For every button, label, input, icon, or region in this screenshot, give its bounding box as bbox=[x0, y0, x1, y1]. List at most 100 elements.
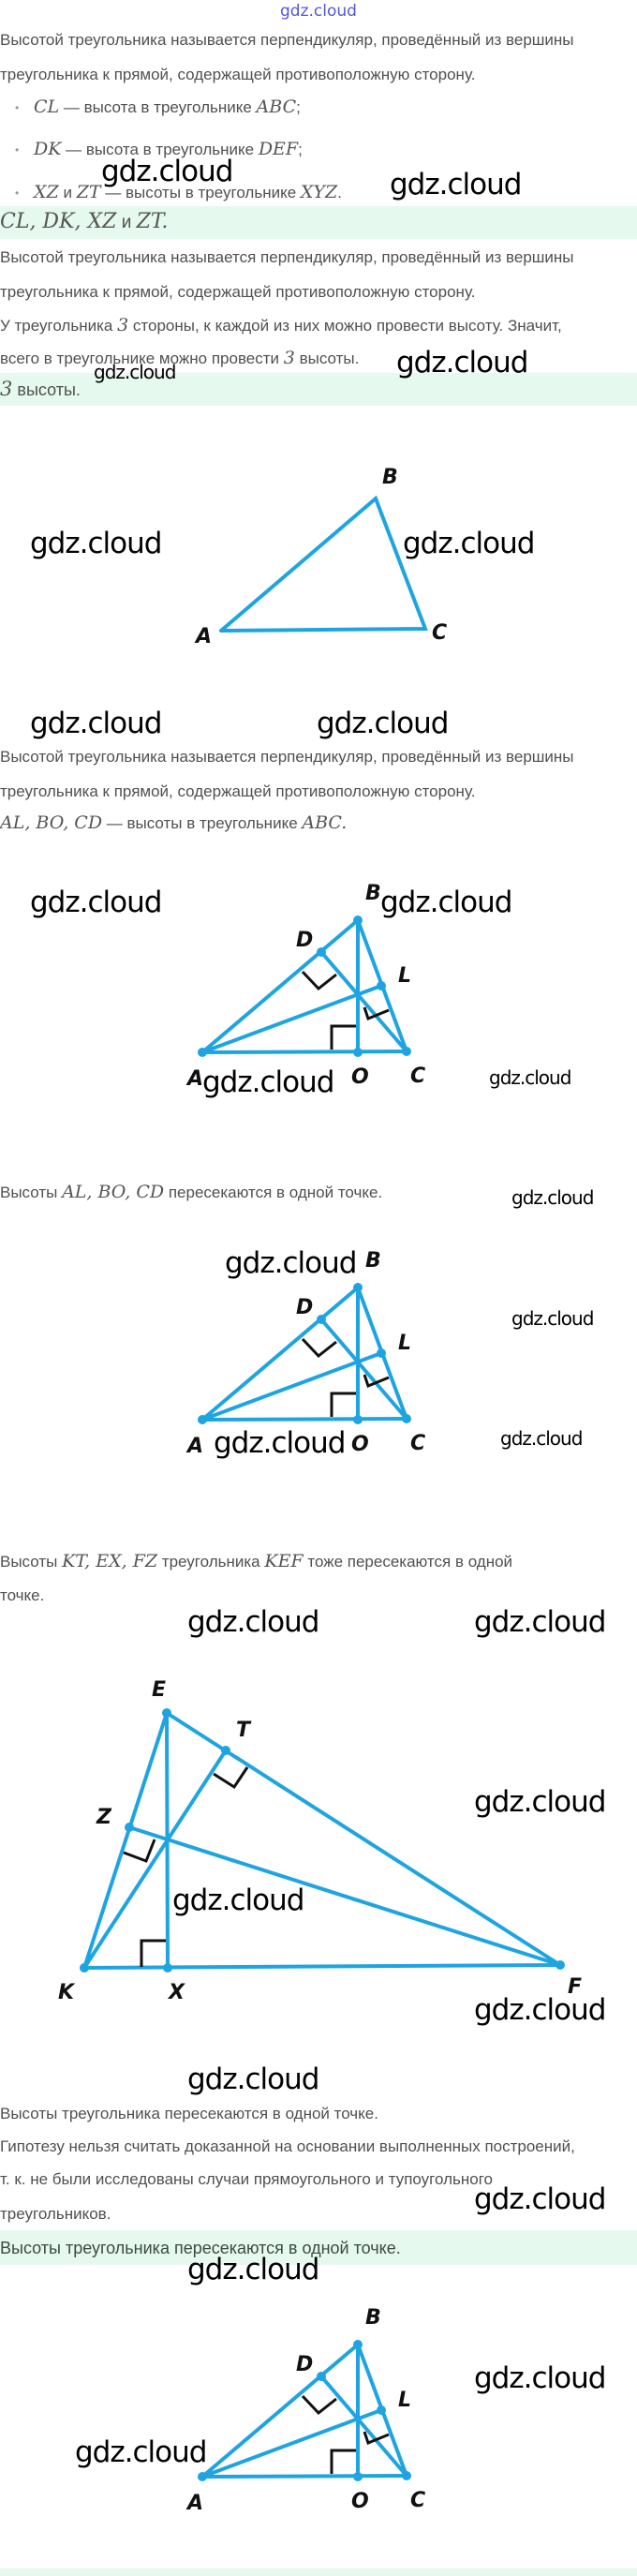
watermark: gdz.cloud bbox=[396, 346, 528, 380]
bullet-dot: • bbox=[15, 101, 20, 114]
text: и bbox=[116, 213, 137, 232]
definition-line-2: треугольника к прямой, содержащей против… bbox=[0, 283, 476, 301]
triangle-abc-altitudes-2: A B C D L O bbox=[185, 1249, 425, 1458]
definition-line-2: треугольника к прямой, содержащей против… bbox=[0, 66, 476, 83]
watermark: gdz.cloud bbox=[489, 1066, 571, 1089]
bullet-dot: • bbox=[15, 186, 20, 200]
vertex-label-c: C bbox=[432, 621, 447, 645]
text: У треугольника bbox=[0, 317, 118, 335]
point-label-l: L bbox=[398, 964, 411, 988]
watermark: gdz.cloud bbox=[317, 707, 449, 740]
answer-box: 3 высоты. bbox=[0, 373, 637, 406]
watermark: gdz.cloud bbox=[511, 1186, 594, 1209]
point-label-t: T bbox=[236, 1719, 252, 1742]
point-label-o: O bbox=[351, 2490, 369, 2513]
point-label-z: Z bbox=[96, 1806, 112, 1829]
vertex-label-b: B bbox=[382, 466, 398, 489]
math: ABC bbox=[256, 97, 297, 117]
vertex-label-a: A bbox=[194, 625, 212, 648]
watermark: gdz.cloud bbox=[30, 707, 162, 740]
watermark: gdz.cloud bbox=[474, 1785, 606, 1819]
answer-box: CL, DK, XZ и ZT. bbox=[0, 206, 637, 239]
math: KEF bbox=[264, 1551, 304, 1571]
altitudes-line: AL, BO, CD — высоты в треугольнике ABC. bbox=[0, 811, 347, 835]
vertex-label-b: B bbox=[365, 1249, 381, 1273]
answer-text: 3 высоты. bbox=[0, 377, 81, 401]
text: . bbox=[337, 184, 342, 201]
text: тоже пересекаются в одной bbox=[303, 1553, 513, 1571]
point-label-d: D bbox=[296, 1296, 313, 1319]
watermark: gdz.cloud bbox=[380, 886, 512, 919]
math: 3 bbox=[283, 348, 295, 368]
point-label-d: D bbox=[296, 2353, 313, 2376]
text: — высота в треугольнике bbox=[61, 141, 259, 158]
math: XZ bbox=[34, 182, 59, 202]
math: 3 bbox=[117, 315, 129, 335]
watermark: gdz.cloud bbox=[101, 155, 233, 188]
conclusion-line-2: Гипотезу нельзя считать доказанной на ос… bbox=[0, 2137, 575, 2155]
point-label-x: X bbox=[167, 1981, 185, 2004]
math: . bbox=[161, 210, 169, 233]
watermark: gdz.cloud bbox=[187, 1605, 319, 1639]
watermark: gdz.cloud bbox=[202, 1065, 334, 1099]
answer-text: Высоты треугольника пересекаются в одной… bbox=[0, 2239, 401, 2257]
math: ABC bbox=[302, 812, 342, 833]
conclusion-line-3: т. к. не были исследованы случаи прямоуг… bbox=[0, 2170, 493, 2188]
vertex-label-c: C bbox=[410, 1432, 425, 1455]
vertex-label-b: B bbox=[365, 882, 381, 905]
math: AL, BO, CD bbox=[62, 1182, 165, 1202]
vertex-label-a: A bbox=[185, 1067, 203, 1091]
conclusion-line-4: треугольников. bbox=[0, 2205, 111, 2223]
math: AL, BO, CD bbox=[0, 812, 103, 833]
triangle-abc-altitudes-1: A B C D L O bbox=[185, 882, 425, 1091]
header-link[interactable]: gdz.cloud bbox=[280, 2, 357, 21]
point-label-l: L bbox=[398, 1332, 411, 1355]
point-label-l: L bbox=[398, 2389, 411, 2412]
watermark: gdz.cloud bbox=[225, 1246, 357, 1280]
text: высоты. bbox=[294, 350, 360, 367]
point-label-o: O bbox=[351, 1433, 369, 1456]
text: Высоты bbox=[0, 1184, 63, 1201]
text: Высоты bbox=[0, 1553, 63, 1571]
definition-line-1: Высотой треугольника называется перпенди… bbox=[0, 248, 574, 266]
text: пересекаются в одной точке. bbox=[164, 1184, 383, 1201]
math: DEF bbox=[258, 139, 299, 159]
text: ; bbox=[298, 141, 303, 158]
vertex-label-a: A bbox=[185, 1435, 203, 1458]
text: всего в треугольнике можно провести bbox=[0, 350, 284, 367]
watermark: gdz.cloud bbox=[390, 168, 522, 201]
triangle-kef-altitudes: E T Z K X F bbox=[58, 1678, 582, 2004]
list-item: DK — высота в треугольнике DEF; bbox=[34, 137, 303, 161]
list-item: CL — высота в треугольнике ABC; bbox=[34, 95, 301, 119]
definition-line-1: Высотой треугольника называется перпенди… bbox=[0, 31, 574, 49]
definition-line-1: Высотой треугольника называется перпенди… bbox=[0, 748, 574, 766]
vertex-label-c: C bbox=[410, 1065, 425, 1088]
watermark: gdz.cloud bbox=[187, 2062, 319, 2096]
watermark: gdz.cloud bbox=[30, 527, 162, 560]
point-label-d: D bbox=[296, 929, 313, 952]
watermark: gdz.cloud bbox=[474, 1993, 606, 2027]
math: XYZ bbox=[300, 182, 338, 202]
vertex-label-k: K bbox=[58, 1981, 76, 2004]
text: ; bbox=[296, 98, 301, 116]
text: треугольника bbox=[157, 1553, 265, 1571]
list-item: XZ и ZT — высоты в треугольнике XYZ. bbox=[34, 180, 342, 204]
math: CL, DK, XZ bbox=[0, 210, 117, 233]
watermark: gdz.cloud bbox=[172, 1884, 304, 1917]
bullet-dot: • bbox=[15, 143, 20, 156]
watermark: gdz.cloud bbox=[500, 1427, 583, 1450]
watermark: gdz.cloud bbox=[403, 527, 535, 560]
watermark: gdz.cloud bbox=[30, 886, 162, 919]
triangle-outline bbox=[219, 495, 428, 633]
vertex-label-c: C bbox=[410, 2489, 425, 2512]
watermark: gdz.cloud bbox=[474, 1605, 606, 1639]
math: ZT bbox=[136, 210, 162, 233]
point-label-o: O bbox=[351, 1065, 369, 1089]
text: — высоты в треугольнике bbox=[100, 184, 301, 201]
math: ZT bbox=[76, 182, 101, 202]
kef-text-line-2: точке. bbox=[0, 1586, 45, 1604]
text: и bbox=[58, 184, 77, 201]
altitudes-intersect-text: Высоты AL, BO, CD пересекаются в одной т… bbox=[0, 1180, 382, 1204]
